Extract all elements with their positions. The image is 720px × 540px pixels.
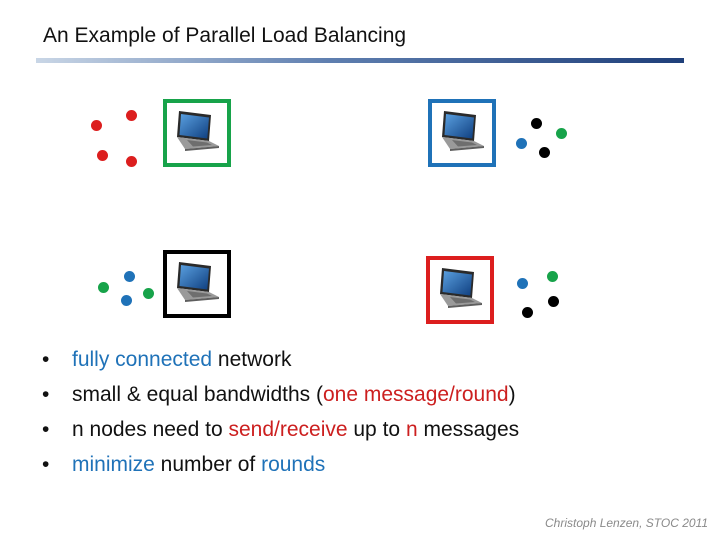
node-top-right <box>428 99 496 167</box>
message-dot <box>517 278 528 289</box>
message-dot <box>539 147 550 158</box>
node-bottom-left <box>163 250 231 318</box>
message-dot <box>126 156 137 167</box>
bullet-marker: • <box>42 348 50 371</box>
bullet-item: • minimize number of rounds <box>42 451 519 486</box>
bullet-text: number of <box>154 453 262 476</box>
message-dot <box>547 271 558 282</box>
message-dot <box>97 150 108 161</box>
bullet-list: • fully connected network • small & equal … <box>42 346 519 486</box>
bullet-text: minimize <box>72 453 155 476</box>
message-dot <box>124 271 135 282</box>
laptop-icon <box>173 260 221 309</box>
bullet-text: fully connected <box>72 348 213 371</box>
bullet-text: rounds <box>261 453 326 476</box>
bullet-item: • fully connected network <box>42 346 519 381</box>
bullet-text: n <box>405 418 418 441</box>
bullet-marker: • <box>42 383 50 406</box>
bullet-item: • n nodes need to send/receive up to n me… <box>42 416 519 451</box>
bullet-item: • small & equal bandwidths (one message/r… <box>42 381 519 416</box>
message-dot <box>121 295 132 306</box>
node-bottom-right <box>426 256 494 324</box>
bullet-text: up to <box>347 418 406 441</box>
message-dot <box>516 138 527 149</box>
bullet-text: one message/round <box>322 383 509 406</box>
message-dot <box>548 296 559 307</box>
bullet-text: ) <box>508 383 516 406</box>
message-dot <box>91 120 102 131</box>
message-dot <box>143 288 154 299</box>
bullet-marker: • <box>42 418 50 441</box>
bullet-text: small & equal bandwidths ( <box>72 383 323 406</box>
bullet-text: send/receive <box>228 418 348 441</box>
slide-title: An Example of Parallel Load Balancing <box>43 24 407 47</box>
message-dot <box>98 282 109 293</box>
message-dot <box>531 118 542 129</box>
laptop-icon <box>438 109 486 158</box>
laptop-icon <box>173 109 221 158</box>
node-top-left <box>163 99 231 167</box>
laptop-icon <box>436 266 484 315</box>
bullet-marker: • <box>42 453 50 476</box>
bullet-text: network <box>212 348 292 371</box>
message-dot <box>556 128 567 139</box>
message-dot <box>126 110 137 121</box>
bullet-text: messages <box>417 418 520 441</box>
slide-footer: Christoph Lenzen, STOC 2011 <box>545 516 708 530</box>
message-dot <box>522 307 533 318</box>
bullet-text: n nodes need to <box>72 418 229 441</box>
title-divider <box>36 58 684 63</box>
